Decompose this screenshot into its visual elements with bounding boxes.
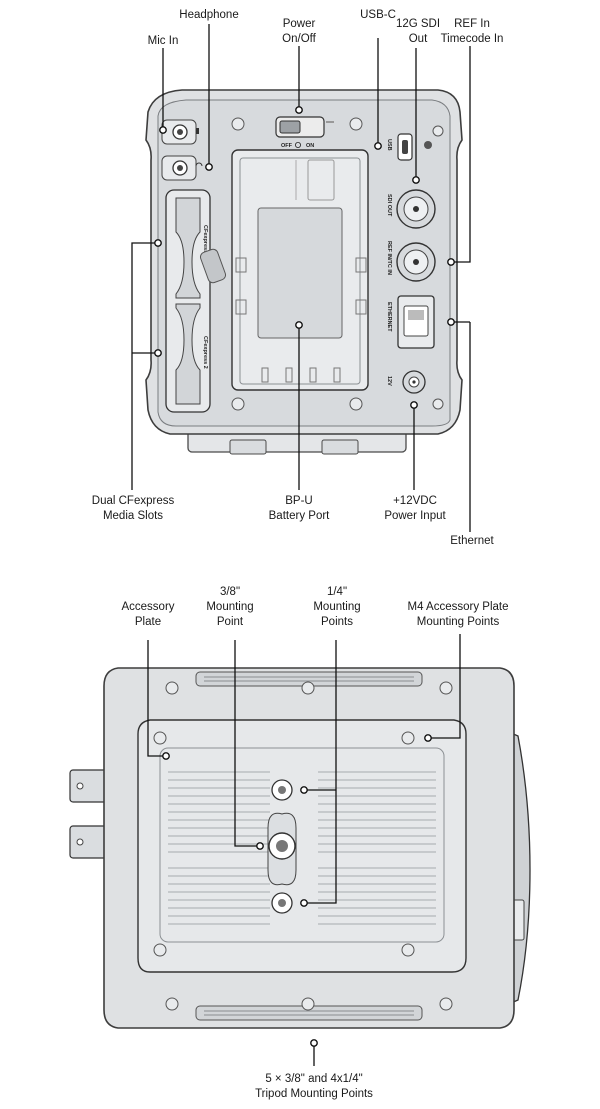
sdi-out-panel-label: SDI OUT [386, 194, 392, 217]
audio-jacks [161, 119, 203, 181]
media-slots-label-line1: Dual CFexpress [91, 495, 175, 507]
tripod-points-callout: 5 × 3/8" and 4x1/4" Tripod Mounting Poin… [255, 1072, 373, 1102]
battery-port-label-line2: Battery Port [268, 510, 330, 522]
mic-in-label: Mic In [147, 35, 179, 47]
rear-callout-dots [154, 106, 455, 409]
power-switch: OFF ON [275, 116, 334, 149]
sdi-out-callout: 12G SDI Out [396, 17, 440, 47]
ref-in-panel-label: REF IN/TC IN [386, 241, 392, 275]
power-callout: Power On/Off [282, 17, 316, 47]
ethernet-panel-label: ETHERNET [386, 302, 392, 332]
power-input-label-line2: Power Input [384, 510, 446, 522]
mount-38-label-line1: 3/8" [219, 586, 241, 598]
m4-points-label-line2: Mounting Points [416, 616, 500, 628]
rear-connectors: USB SDI OUT REF IN/TC IN ETHERNET 12V [386, 133, 436, 394]
ref-in-callout: REF In Timecode In [441, 17, 504, 47]
battery-plate [231, 149, 369, 391]
headphone-callout: Headphone [179, 8, 238, 23]
camera-rear-view: OFF ON CFexpress 1 CFexpress 2 [131, 24, 471, 532]
accessory-plate-label-line1: Accessory [121, 601, 175, 613]
camera-bottom-view [69, 634, 531, 1066]
m4-points-label-line1: M4 Accessory Plate [407, 601, 509, 613]
usb-panel-label: USB [386, 139, 392, 151]
bottom-callout-dots [162, 734, 432, 1047]
mount-38-label-line2: Mounting [206, 601, 254, 613]
mount-14-label-line3: Points [321, 616, 353, 628]
mount-38-callout: 3/8" Mounting Point [206, 585, 253, 630]
rear-screws [231, 117, 444, 411]
cfexpress-slots: CFexpress 1 CFexpress 2 [165, 189, 211, 413]
slot-2-label: CFexpress 2 [202, 336, 208, 369]
media-slots-callout: Dual CFexpress Media Slots [92, 494, 174, 524]
mount-14-label-line2: Mounting [313, 601, 361, 613]
accessory-plate-label-line2: Plate [134, 616, 162, 628]
usb-c-callout: USB-C [360, 8, 396, 23]
mount-14-callout: 1/4" Mounting Points [313, 585, 360, 630]
battery-port-label-line1: BP-U [285, 495, 313, 507]
bottom-callout-lines [147, 634, 461, 1066]
tripod-points-label-line1: 5 × 3/8" and 4x1/4" [265, 1073, 363, 1085]
mount-38-label-line3: Point [216, 616, 244, 628]
power-input-label-line1: +12VDC [393, 495, 437, 507]
battery-port-callout: BP-U Battery Port [269, 494, 330, 524]
mic-in-callout: Mic In [148, 34, 179, 49]
usb-c-label: USB-C [360, 9, 396, 21]
rear-callout-lines [131, 24, 471, 532]
ref-in-label-line1: REF In [454, 18, 490, 30]
power-icon [294, 141, 301, 148]
power-label-line2: On/Off [282, 33, 316, 45]
media-slots-label-line2: Media Slots [102, 510, 164, 522]
sdi-out-label-line1: 12G SDI [395, 18, 441, 30]
power-input-callout: +12VDC Power Input [384, 494, 445, 524]
accessory-plate-callout: Accessory Plate [121, 600, 174, 630]
sdi-out-label-line2: Out [408, 33, 428, 45]
power-label-line1: Power [282, 18, 316, 30]
slot-1-label: CFexpress 1 [202, 225, 208, 258]
ethernet-label: Ethernet [450, 535, 494, 547]
ethernet-callout: Ethernet [450, 534, 493, 549]
ref-in-label-line2: Timecode In [440, 33, 504, 45]
mount-14-label-line1: 1/4" [326, 586, 348, 598]
headphone-label: Headphone [179, 9, 239, 21]
m4-points-callout: M4 Accessory Plate Mounting Points [408, 600, 509, 630]
switch-on-label: ON [306, 143, 314, 149]
switch-off-label: OFF [281, 143, 293, 149]
tripod-points-label-line2: Tripod Mounting Points [255, 1088, 373, 1100]
dc-panel-label: 12V [386, 376, 392, 386]
